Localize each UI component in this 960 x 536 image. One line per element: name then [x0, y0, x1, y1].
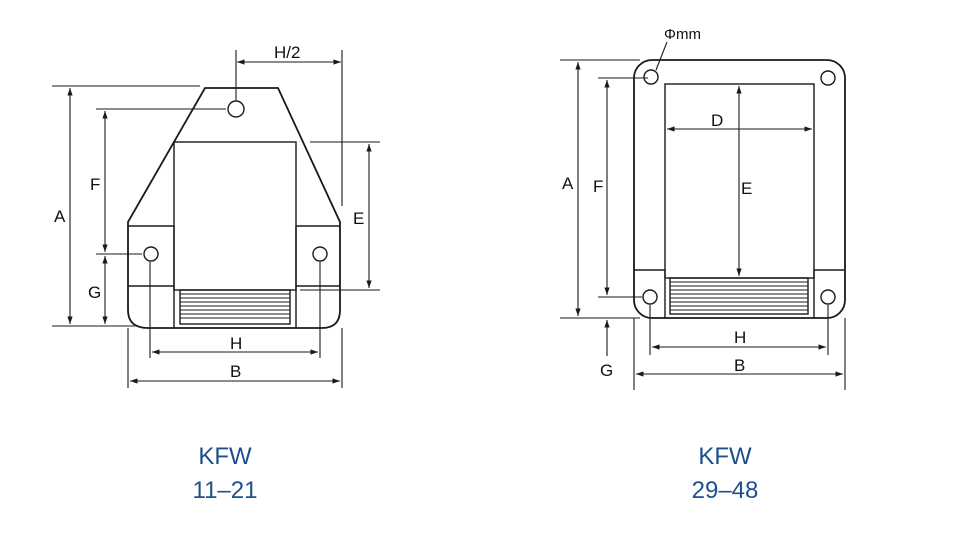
right-label-f: F	[593, 177, 603, 196]
left-label-g: G	[88, 283, 101, 302]
right-caption-range: 29–48	[691, 477, 759, 504]
left-label-h: H	[230, 334, 242, 353]
left-core	[173, 141, 297, 291]
right-label-b: B	[734, 356, 745, 375]
right-hole-top-left	[643, 69, 659, 85]
left-transformer-drawing: H/2 A F G E H B	[52, 43, 380, 388]
right-caption: KFW 29–48	[650, 440, 800, 508]
right-transformer-drawing: Φmm A F D E G H B	[560, 26, 846, 390]
right-label-e: E	[741, 179, 752, 198]
right-coil-windings	[670, 281, 808, 311]
left-hole-top	[227, 100, 245, 118]
left-label-a: A	[54, 207, 66, 226]
right-label-g: G	[600, 361, 613, 380]
left-coil	[179, 289, 291, 325]
left-coil-windings	[180, 293, 290, 319]
left-clamp-right	[295, 225, 340, 328]
left-hole-right	[312, 246, 328, 262]
right-label-d: D	[711, 111, 723, 130]
right-hole-bottom-right	[820, 289, 836, 305]
right-hole-top-right	[820, 70, 836, 86]
left-caption-model: KFW	[198, 443, 252, 470]
right-hole-bottom-left	[642, 289, 658, 305]
left-label-e: E	[353, 209, 364, 228]
right-label-h: H	[734, 328, 746, 347]
left-label-b: B	[230, 362, 241, 381]
left-extension-lines	[52, 50, 380, 388]
left-label-f: F	[90, 175, 100, 194]
right-clamps	[634, 269, 845, 318]
right-label-a: A	[562, 174, 574, 193]
left-hole-left	[143, 246, 159, 262]
right-phi-leader	[655, 41, 668, 71]
right-plate-outline	[633, 59, 846, 319]
left-clamp-left	[128, 225, 175, 328]
right-extension-lines	[560, 59, 846, 390]
left-caption-range: 11–21	[192, 477, 258, 504]
right-coil	[669, 277, 809, 315]
right-caption-model: KFW	[698, 443, 752, 470]
right-label-phi: Φmm	[664, 26, 701, 43]
left-caption: KFW 11–21	[150, 440, 300, 508]
left-body-outline	[127, 87, 341, 329]
left-label-h-half: H/2	[274, 43, 300, 62]
